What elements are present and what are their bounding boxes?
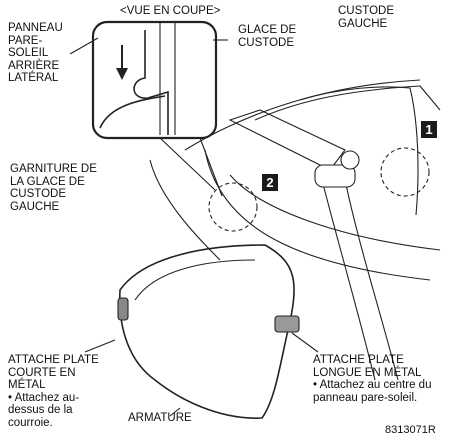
belt-strap-b (345, 180, 398, 380)
short-clip-leader (85, 340, 115, 352)
roof-line (185, 80, 420, 150)
detail-circle-1 (381, 148, 429, 196)
cross-section-label: <VUE EN COUPE> (120, 5, 220, 18)
belt-anchor (341, 151, 359, 169)
garnish-label: GARNITURE DE LA GLACE DE CUSTODE GAUCHE (10, 163, 97, 213)
cross-section-box (93, 22, 216, 138)
short-clip-label: ATTACHE PLATE COURTE EN MÉTAL • Attachez… (8, 354, 99, 429)
quarter-glass-label: GLACE DE CUSTODE (238, 24, 296, 49)
callout-line-b (200, 138, 222, 196)
short-clip (118, 298, 128, 320)
callout-line-a (160, 138, 215, 190)
marker-1: 1 (421, 121, 437, 138)
frame-label: ARMATURE (128, 412, 192, 425)
visor-frame (120, 245, 294, 418)
reference-code: 8313071R (385, 424, 436, 436)
long-clip-leader (292, 333, 318, 352)
long-clip-label: ATTACHE PLATE LONGUE EN MÉTAL • Attachez… (313, 354, 431, 404)
marker-2: 2 (262, 174, 278, 191)
visor-inner (135, 260, 255, 300)
quarter-left-label: CUSTODE GAUCHE (338, 5, 394, 30)
visor-panel-label: PANNEAU PARE- SOLEIL ARRIÈRE LATÉRAL (8, 22, 63, 85)
long-clip (275, 316, 299, 332)
pillar-line (255, 86, 440, 120)
belt-strap-a (322, 180, 375, 380)
belt-upper (230, 110, 345, 170)
